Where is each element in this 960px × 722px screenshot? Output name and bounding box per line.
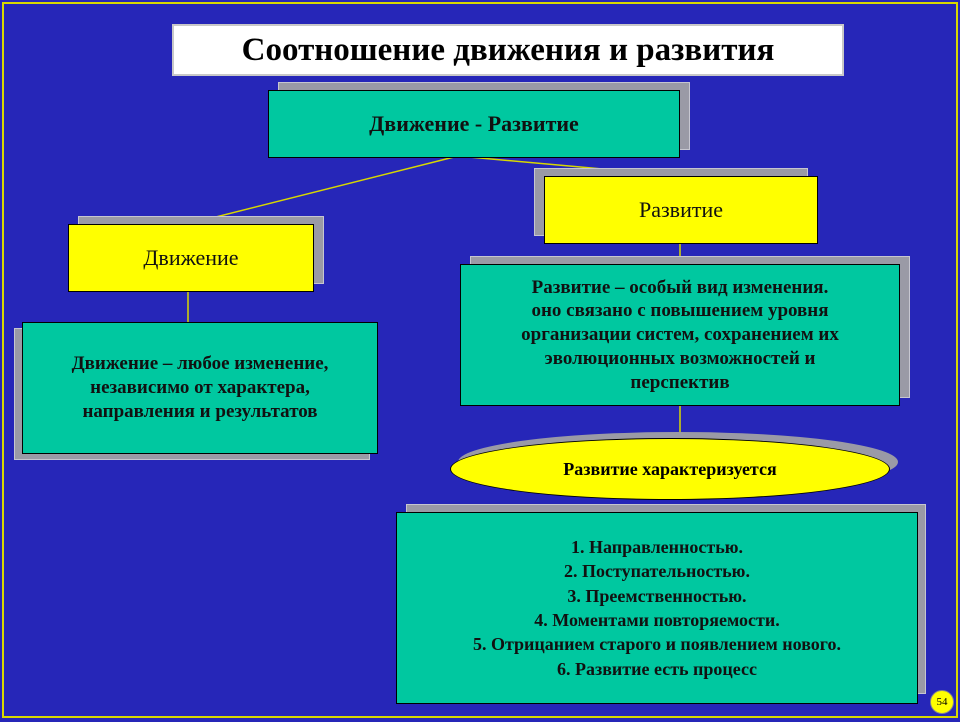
root-box: Движение - Развитие xyxy=(268,90,680,158)
movement-box: Движение xyxy=(68,224,314,292)
development-definition-line: организации систем, сохранением их xyxy=(521,324,839,346)
movement-definition-line: независимо от характера, xyxy=(90,377,310,399)
movement-definition-line: Движение – любое изменение, xyxy=(71,353,329,375)
movement-definition-box: Движение – любое изменение, независимо о… xyxy=(22,322,378,454)
trait-item: 6. Развитие есть процесс xyxy=(556,658,757,679)
development-label: Развитие xyxy=(638,197,723,223)
movement-label: Движение xyxy=(143,245,239,271)
development-definition-line: перспектив xyxy=(630,371,730,393)
trait-item: 4. Моментами повторяемости. xyxy=(534,610,780,630)
development-definition-line: оно связано с повышением уровня xyxy=(531,300,829,322)
development-box: Развитие xyxy=(544,176,818,244)
page-number-badge: 54 xyxy=(930,690,954,714)
traits-box: 1. Направленностью. 2. Поступательностью… xyxy=(396,512,918,704)
page-number: 54 xyxy=(936,696,948,708)
root-label: Движение - Развитие xyxy=(369,111,579,137)
trait-item: 2. Поступательностью. xyxy=(564,561,750,582)
trait-item: 5. Отрицанием старого и появлением новог… xyxy=(472,634,842,655)
slide-title: Соотношение движения и развития xyxy=(172,24,844,76)
connector-root-to-movement xyxy=(187,155,459,225)
trait-item: 1. Направленностью. xyxy=(570,537,744,558)
characterized-label: Развитие характеризуется xyxy=(563,458,777,479)
trait-item: 3. Преемственностью. xyxy=(567,585,747,606)
development-definition-line: эволюционных возможностей и xyxy=(544,347,816,369)
traits-list: 1. Направленностью. 2. Поступательностью… xyxy=(473,535,841,681)
characterized-ellipse: Развитие характеризуется xyxy=(450,438,890,500)
development-definition-line: Развитие – особый вид изменения. xyxy=(531,276,829,298)
movement-definition-line: направления и результатов xyxy=(82,400,318,422)
development-definition-box: Развитие – особый вид изменения. оно свя… xyxy=(460,264,900,406)
